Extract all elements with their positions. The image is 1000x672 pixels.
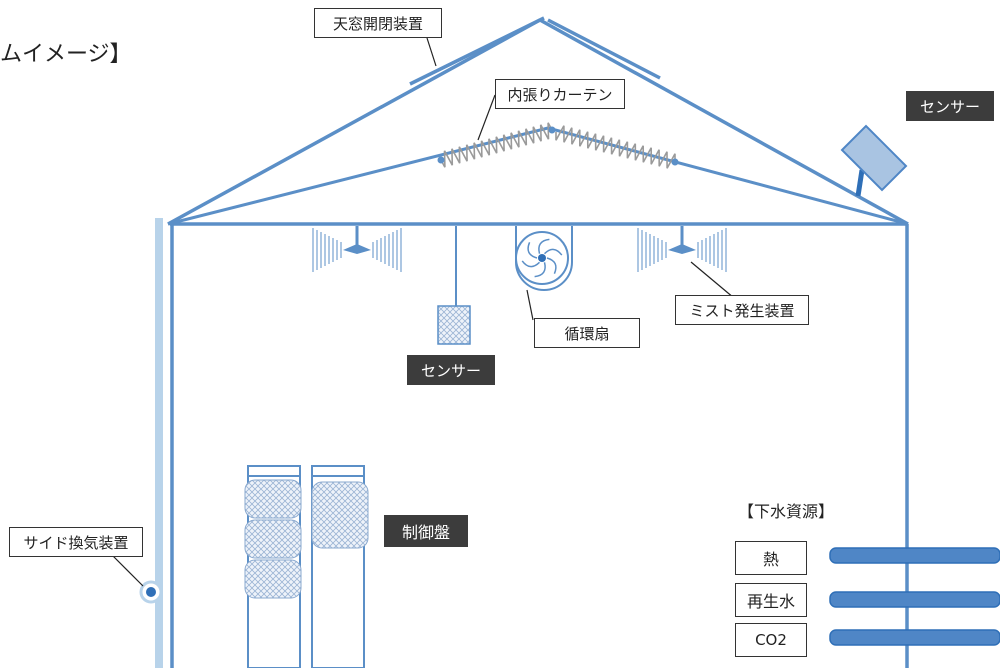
curtain-anchor-right	[671, 158, 679, 166]
inner-sensor	[437, 226, 471, 345]
side-vent	[139, 218, 163, 668]
resource-pipes	[829, 547, 1000, 646]
leader-lines	[109, 37, 735, 587]
roof-window	[409, 16, 661, 86]
resource-recycled-water: 再生水	[735, 583, 807, 617]
label-inner-sensor: センサー	[407, 355, 495, 385]
label-side-vent: サイド換気装置	[9, 527, 143, 557]
label-inner-curtain: 内張りカーテン	[495, 79, 625, 109]
circulation-fan	[515, 226, 573, 291]
mist-nozzle-right	[637, 226, 727, 272]
curtain-anchor-top	[548, 126, 556, 134]
label-mist: ミスト発生装置	[675, 295, 809, 325]
control-panel-cabinets	[244, 465, 369, 669]
label-roof-sensor: センサー	[906, 91, 994, 121]
label-control-panel: 制御盤	[384, 515, 468, 547]
mist-nozzle-left	[312, 226, 402, 272]
resource-co2: CO2	[735, 623, 807, 657]
roof-sensor	[840, 124, 908, 197]
roof	[167, 18, 909, 226]
label-roof-window: 天窓開閉装置	[314, 8, 442, 38]
resources-heading: 【下水資源】	[738, 502, 835, 521]
curtain-anchor-left	[437, 156, 445, 164]
inner-curtain	[440, 122, 676, 169]
page-title: ムイメージ】	[0, 42, 132, 67]
label-fan: 循環扇	[534, 318, 640, 348]
resource-heat: 熱	[735, 541, 807, 575]
